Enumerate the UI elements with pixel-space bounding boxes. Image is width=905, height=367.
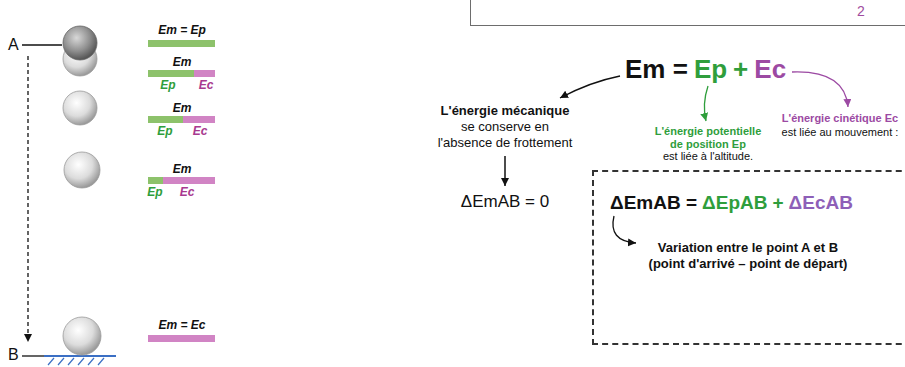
ground-hatch <box>88 358 94 365</box>
potential-bar <box>148 40 215 47</box>
leader-arrow <box>704 86 708 121</box>
bar-label: Em = Ep <box>144 23 220 37</box>
note-text: est liée au mouvement : <box>778 126 903 139</box>
formula-term: + <box>772 192 783 215</box>
potential-bar <box>148 70 194 77</box>
note-text: se conserve en l'absence de frottement <box>434 119 577 150</box>
leader-arrow <box>792 72 848 107</box>
bar-label: Em <box>167 101 197 115</box>
bar-part-label: Ep <box>153 124 177 138</box>
formula-term: Em = <box>625 54 688 85</box>
formula-term: ΔEcAB <box>789 192 853 215</box>
bar-part-label: Ec <box>194 78 218 92</box>
ground-hatch <box>58 358 64 365</box>
ground-hatch <box>78 358 84 365</box>
formula-term: ΔEmAB = <box>610 192 697 215</box>
page-number: 2 <box>857 3 865 20</box>
bar-part-label: Ec <box>175 185 199 199</box>
point-label: A <box>8 35 19 54</box>
formula-term: Ec <box>754 54 786 85</box>
bar-label: Em <box>167 162 197 176</box>
note-heading: L'énergie mécanique <box>430 103 580 119</box>
ground-hatch <box>98 358 104 365</box>
note-text: Variation entre le point A et B (point d… <box>646 240 851 271</box>
formula-term: + <box>733 54 748 85</box>
leader-arrow <box>504 156 506 186</box>
bar-part-label: Ep <box>156 78 180 92</box>
leader-arrow <box>613 216 636 243</box>
ground-line <box>44 355 116 357</box>
formula-row: ΔEmAB =ΔEpAB+ ΔEcAB <box>610 192 853 215</box>
bar-label: Em <box>167 55 197 69</box>
ground-hatch <box>48 358 54 365</box>
ball <box>64 152 100 188</box>
note-heading: L'énergie potentielle de position Ep <box>651 125 765 150</box>
note-text: est liée à l'altitude. <box>646 150 770 163</box>
point-label: B <box>8 345 19 364</box>
formula-term: ΔEpAB <box>702 192 767 215</box>
kinetic-bar <box>148 335 215 342</box>
potential-bar <box>148 177 163 184</box>
page-box: 2 <box>470 0 905 26</box>
ball <box>63 91 97 125</box>
bar-label: Em = Ec <box>144 318 220 332</box>
note-heading: L'énergie cinétique Ec <box>778 112 903 125</box>
formula-term: Ep <box>694 54 727 85</box>
kinetic-bar <box>183 116 215 123</box>
ball <box>63 317 101 355</box>
point-tick <box>22 44 62 45</box>
leader-arrow <box>560 76 620 98</box>
bar-part-label: Ep <box>143 185 167 199</box>
fall-arrow <box>27 56 28 342</box>
ball <box>63 26 97 60</box>
bar-part-label: Ec <box>188 124 212 138</box>
kinetic-bar <box>194 70 215 77</box>
formula-result: ΔEmAB = 0 <box>435 192 575 212</box>
kinetic-bar <box>163 177 215 184</box>
formula-row: Em =Ep+Ec <box>625 54 786 85</box>
potential-bar <box>148 116 183 123</box>
formula-box: ΔEmAB =ΔEpAB+ ΔEcAB Variation entre le poi… <box>592 170 905 345</box>
point-tick <box>22 355 44 356</box>
ground-hatch <box>68 358 74 365</box>
